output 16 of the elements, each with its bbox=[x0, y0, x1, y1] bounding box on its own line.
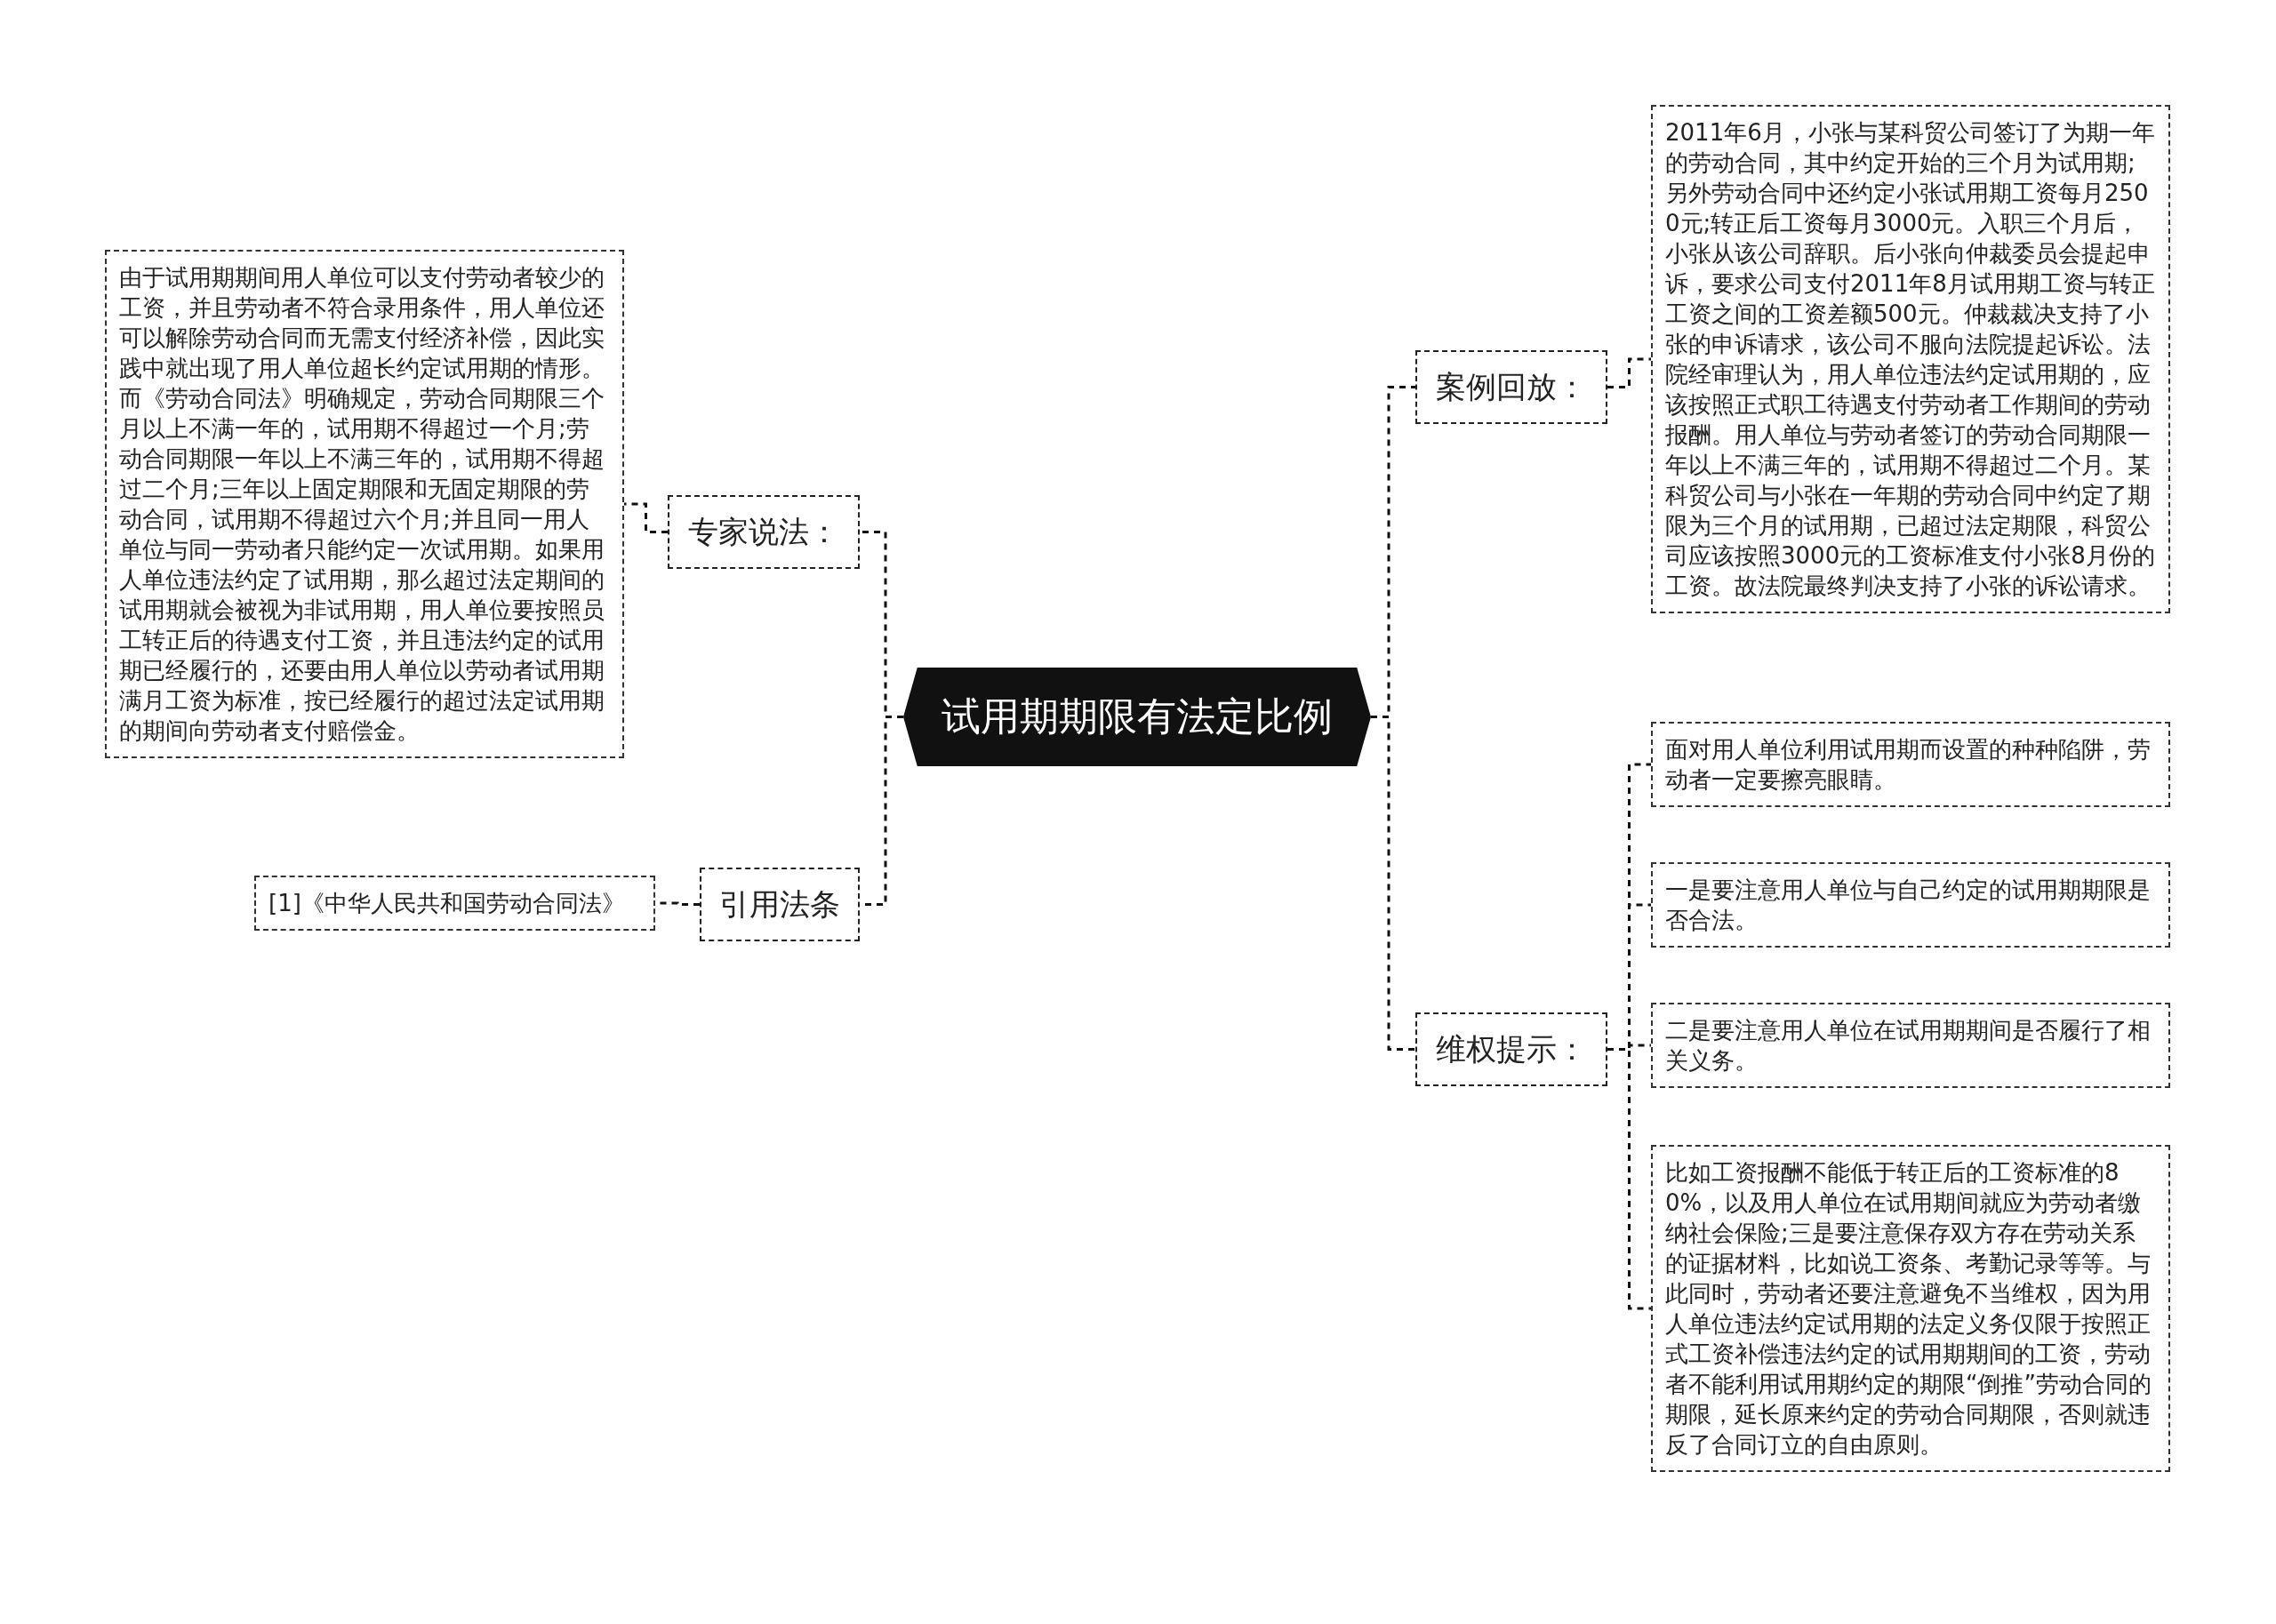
note-box: 比如工资报酬不能低于转正后的工资标准的80%，以及用人单位在试用期间就应为劳动者缴纳社会保险;三是要注意保存双方存在劳动关系的证据材料，比如说工资条、考勤记录等等。与此同时，劳动者还要注意避免不当维权，因为用人单位违法约定试用期的法定义务仅限于按照正式工资补偿违法约定的试用期期间的工资，劳动者不能利用试用期约定的期限“倒推”劳动合同的期限，延长原来约定的劳动合同期限，否则就违反了合同订立的自由原则。 bbox=[1651, 1145, 2170, 1472]
connector-line bbox=[1607, 1048, 1651, 1310]
note-box: 2011年6月，小张与某科贸公司签订了为期一年的劳动合同，其中约定开始的三个月为试用期;另外劳动合同中还约定小张试用期工资每月2500元;转正后工资每月3000元。入职三个月后，小张从该公司辞职。后小张向仲裁委员会提起申诉，要求公司支付2011年8月试用期工资与转正工资之间的工资差额500元。仲裁裁决支持了小张的申诉请求，该公司不服向法院提起诉讼。法院经审理认为，用人单位违法约定试用期的，应该按照正式职工待遇支付劳动者工作期间的劳动报酬。用人单位与劳动者签订的劳动合同期限一年以上不满三年的，试用期不得超过二个月。某科贸公司与小张在一年期的劳动合同中约定了期限为三个月的试用期，已超过法定期限，科贸公司应该按照3000元的工资标准支付小张8月份的工资。故法院最终判决支持了小张的诉讼请求。 bbox=[1651, 105, 2170, 613]
branch-topic: 维权提示： bbox=[1415, 1012, 1607, 1086]
branch-topic: 案例回放： bbox=[1415, 350, 1607, 424]
connector-line bbox=[624, 502, 668, 533]
note-box: 由于试用期期间用人单位可以支付劳动者较少的工资，并且劳动者不符合录用条件，用人单位还可以解除劳动合同而无需支付经济补偿，因此实践中就出现了用人单位超长约定试用期的情形。而《劳动合同法》明确规定，劳动合同期限三个月以上不满一年的，试用期不得超过一个月;劳动合同期限一年以上不满三年的，试用期不得超过二个月;三年以上固定期限和无固定期限的劳动合同，试用期不得超过六个月;并且同一用人单位与同一劳动者只能约定一次试用期。如果用人单位违法约定了试用期，那么超过法定期间的试用期就会被视为非试用期，用人单位要按照员工转正后的待遇支付工资，并且违法约定的试用期已经履行的，还要由用人单位以劳动者试用期满月工资为标准，按已经履行的超过法定试用期的期间向劳动者支付赔偿金。 bbox=[105, 250, 624, 758]
note-box: 一是要注意用人单位与自己约定的试用期期限是否合法。 bbox=[1651, 862, 2170, 948]
note-box: 二是要注意用人单位在试用期期间是否履行了相关义务。 bbox=[1651, 1003, 2170, 1088]
connector-line bbox=[1607, 357, 1651, 388]
connector-line bbox=[1371, 716, 1415, 1051]
note-box: [1]《中华人民共和国劳动合同法》 bbox=[254, 876, 655, 931]
branch-topic: 专家说法： bbox=[668, 495, 860, 569]
branch-topic: 引用法条 bbox=[700, 868, 860, 941]
central-topic: 试用期期限有法定比例 bbox=[903, 668, 1371, 766]
note-box: 面对用人单位利用试用期而设置的种种陷阱，劳动者一定要擦亮眼睛。 bbox=[1651, 722, 2170, 807]
